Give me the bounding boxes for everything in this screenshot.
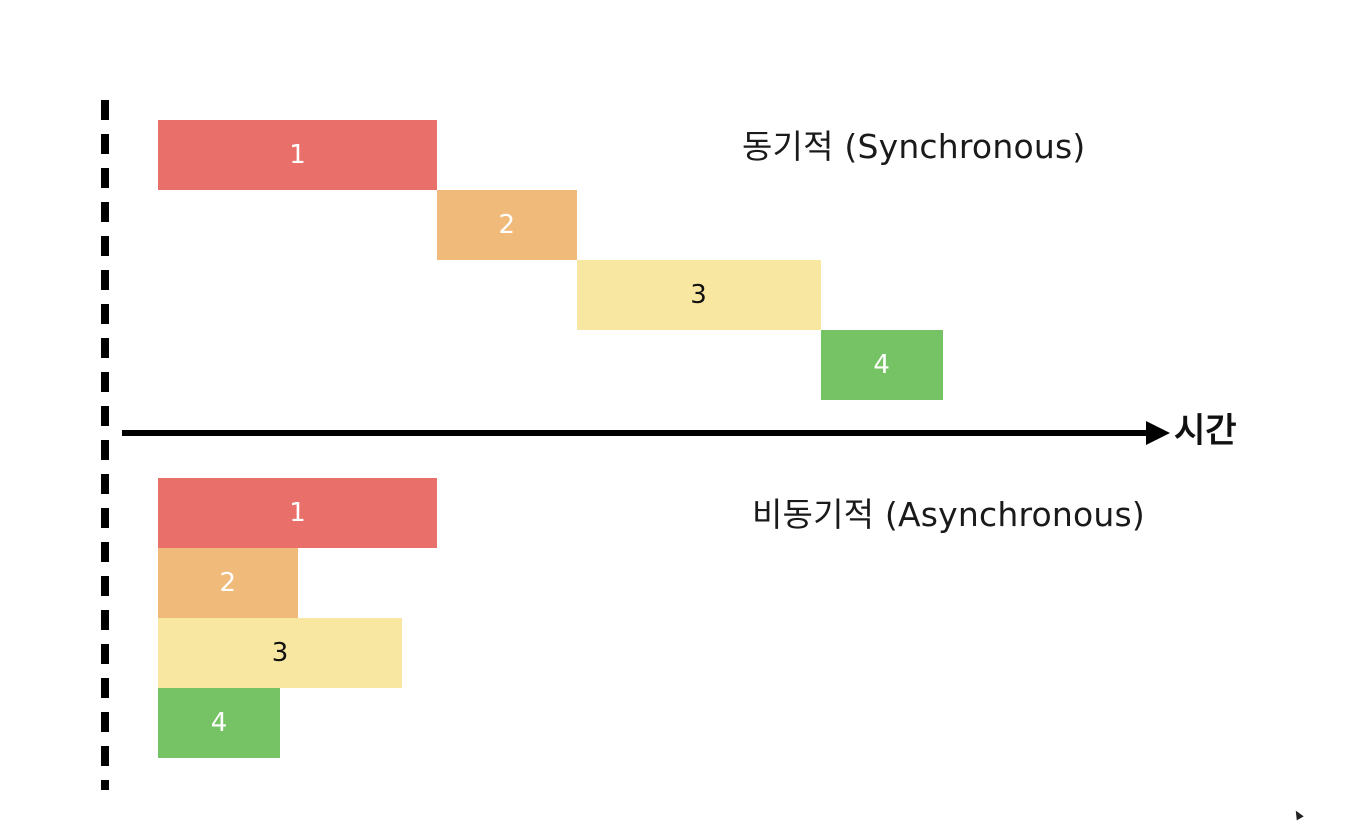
sync-task-1: 1: [158, 120, 437, 190]
mouse-cursor-icon: [1292, 808, 1304, 821]
time-axis-label: 시간: [1174, 411, 1237, 451]
async-title: 비동기적 (Asynchronous): [752, 495, 1145, 534]
async-task-2: 2: [158, 548, 298, 618]
async-task-4: 4: [158, 688, 281, 758]
sync-title: 동기적 (Synchronous): [742, 127, 1086, 166]
time-axis-line: [122, 430, 1152, 436]
sync-task-2: 2: [437, 190, 577, 260]
time-axis-arrowhead: [1146, 421, 1170, 445]
sync-task-4: 4: [820, 330, 943, 400]
async-task-3: 3: [158, 618, 403, 688]
sync-task-3: 3: [576, 260, 821, 330]
start-time-dashed-line: [101, 100, 109, 790]
async-task-1: 1: [158, 478, 437, 548]
